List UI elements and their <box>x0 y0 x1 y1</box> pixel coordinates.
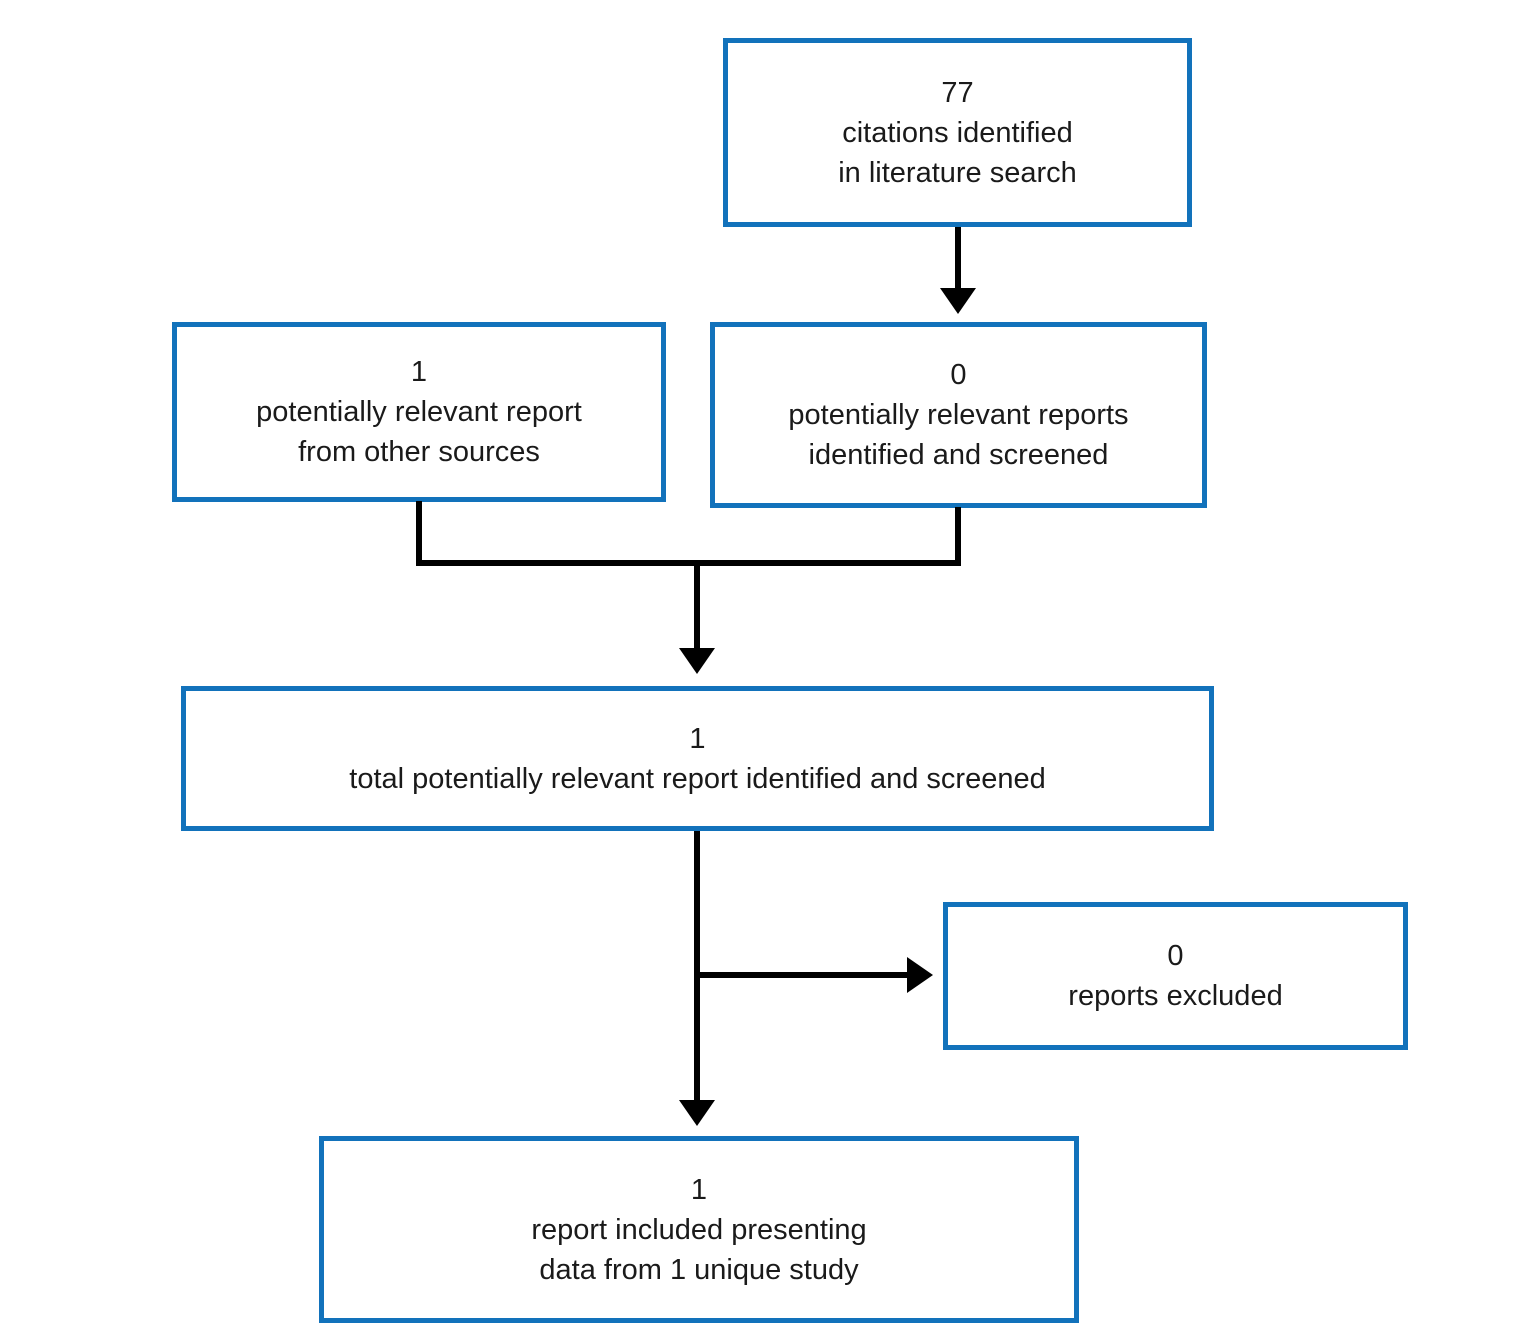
node-count: 0 <box>950 359 967 391</box>
node-count: 0 <box>1167 940 1184 972</box>
node-label-line: report included presenting <box>531 1213 867 1246</box>
connector-screened-drop <box>955 507 961 566</box>
node-label-line: identified and screened <box>808 439 1109 471</box>
node-label-line: total potentially relevant report identi… <box>349 762 1046 795</box>
node-count: 1 <box>410 356 428 388</box>
node-label-line: in literature search <box>838 156 1077 189</box>
node-label-line: data from 1 unique study <box>539 1253 859 1286</box>
node-reports-excluded: 0 reports excluded <box>943 902 1408 1050</box>
connector-citations-to-screened <box>955 227 961 289</box>
arrowhead-down-icon <box>679 648 715 674</box>
node-count: 77 <box>941 76 974 109</box>
node-report-included: 1 report included presenting data from 1… <box>319 1136 1079 1323</box>
node-citations-identified: 77 citations identified in literature se… <box>723 38 1192 227</box>
node-label-line: potentially relevant report <box>256 396 582 428</box>
node-count: 1 <box>689 722 706 755</box>
connector-other-sources-drop <box>416 501 422 566</box>
node-total-screened: 1 total potentially relevant report iden… <box>181 686 1214 831</box>
node-label-line: citations identified <box>842 116 1073 149</box>
node-label-line: potentially relevant reports <box>788 399 1129 431</box>
connector-total-to-excluded <box>697 972 909 978</box>
arrowhead-down-icon <box>940 288 976 314</box>
connector-merge-horizontal <box>416 560 961 566</box>
arrowhead-right-icon <box>907 957 933 993</box>
node-other-sources: 1 potentially relevant report from other… <box>172 322 666 502</box>
arrowhead-down-icon <box>679 1100 715 1126</box>
node-label-line: reports excluded <box>1068 980 1283 1012</box>
connector-merge-to-total <box>694 560 700 650</box>
node-label-line: from other sources <box>298 436 540 468</box>
node-reports-screened: 0 potentially relevant reports identifie… <box>710 322 1207 508</box>
node-count: 1 <box>690 1173 708 1206</box>
connector-total-to-included <box>694 831 700 1102</box>
